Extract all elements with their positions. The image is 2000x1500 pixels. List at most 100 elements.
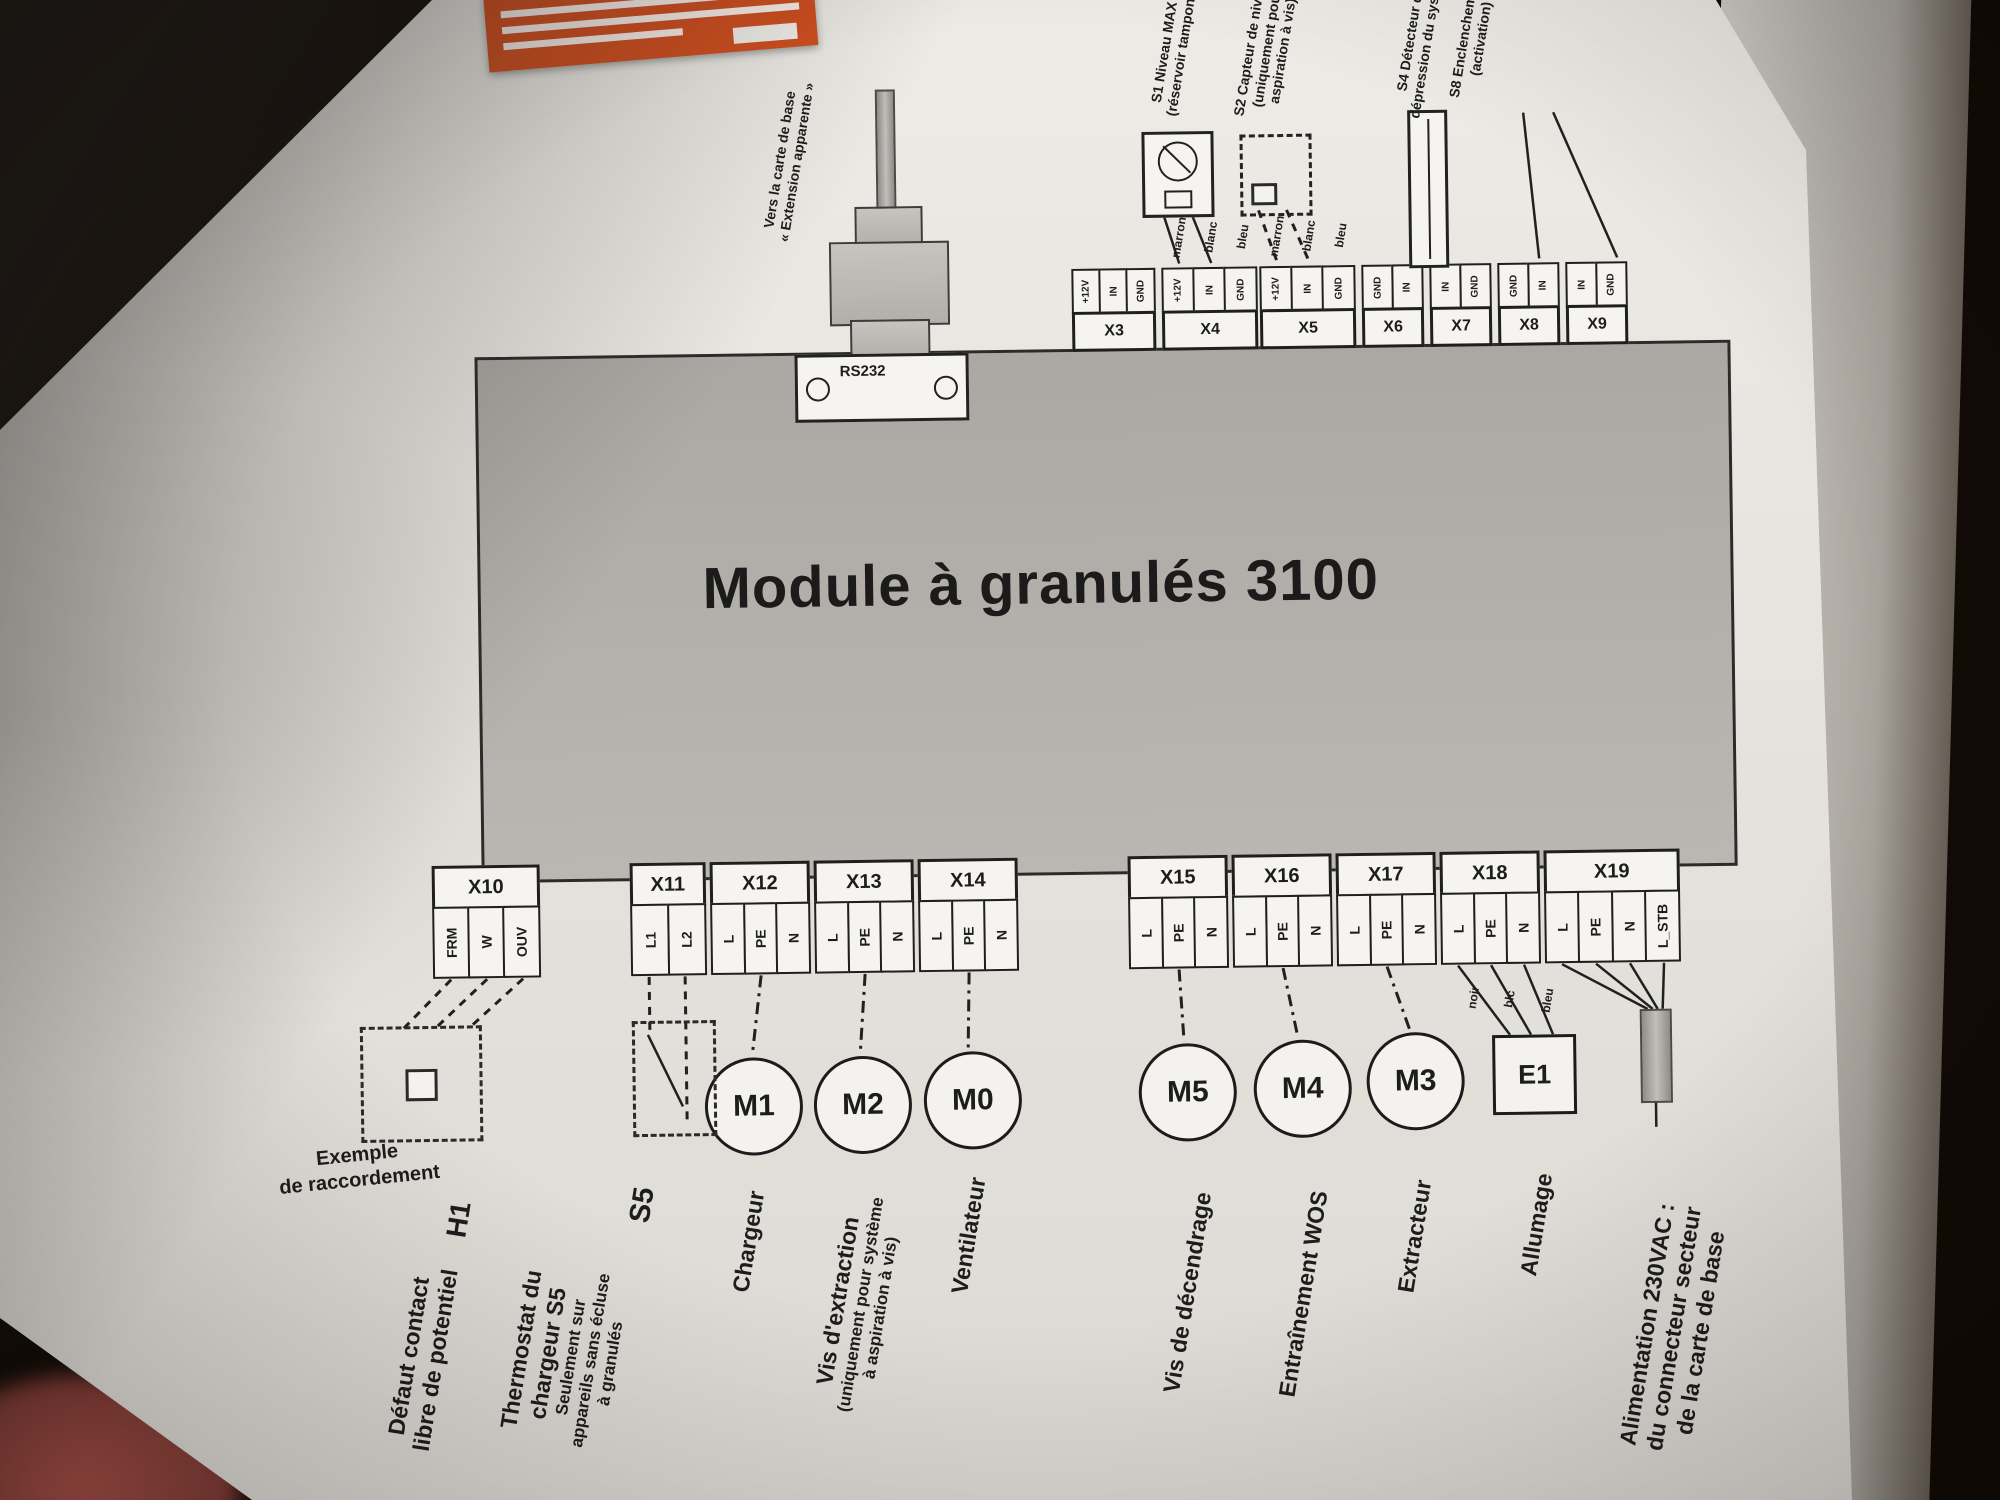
connector-x7-label: X7 [1429, 306, 1493, 347]
pin-label: W [478, 935, 495, 949]
motor-m3-label: M3 [1394, 1063, 1437, 1098]
sensor-s4-bar [1407, 109, 1450, 269]
pin-label: PE [960, 926, 977, 945]
rs232-plug-body [828, 240, 951, 327]
pin-cell: L [1544, 890, 1581, 964]
pin-label: PE [1274, 921, 1291, 941]
motor-m2-label: M2 [841, 1087, 885, 1122]
sensor-wires [1161, 111, 1619, 264]
connector-x4: +12V IN GND X4 [1161, 266, 1259, 351]
pin-label: N [1410, 923, 1428, 935]
pin-cell: L_STB [1644, 889, 1682, 963]
s5-thermostat-wires [646, 976, 689, 1127]
pin-label: FRM [443, 927, 460, 958]
pin-cell: L [710, 902, 747, 976]
pin-label: N [1202, 926, 1220, 938]
connector-x3: +12V IN GND X3 [1071, 267, 1157, 352]
pin-label: IN [1108, 286, 1120, 297]
motor-m1-label: M1 [732, 1089, 776, 1123]
connector-x5-label: X5 [1259, 307, 1357, 350]
connector-x13: X13 L PE N [813, 859, 916, 974]
x10-example-wires [402, 977, 525, 1030]
tag-s5: S5 [623, 1184, 661, 1226]
pin-cell: GND [1459, 263, 1492, 310]
pin-cell: N [1193, 895, 1230, 969]
pin-label: L1 [642, 931, 659, 949]
pin-label: IN [1537, 280, 1550, 291]
pin-label: N [993, 929, 1010, 941]
pin-cell: PE [950, 899, 987, 972]
pin-cell: GND [1223, 266, 1258, 313]
screw-icon [933, 375, 959, 400]
pin-cell: GND [1497, 262, 1531, 310]
pin-label: +12V [1080, 279, 1093, 304]
connector-x3-label: X3 [1071, 310, 1157, 352]
pin-cell: L [814, 901, 851, 974]
pin-cell: N [879, 900, 916, 973]
pin-label: GND [1469, 275, 1482, 298]
motor-wires [750, 966, 1412, 1056]
pin-cell: L [918, 899, 955, 973]
power-wires [1561, 962, 1666, 1127]
connector-x18: X18 L PE N [1439, 850, 1542, 965]
igniter-wires [1457, 964, 1555, 1036]
igniter-e1-label: E1 [1517, 1058, 1552, 1090]
motor-m4-label: M4 [1281, 1071, 1324, 1106]
pin-cell: +12V [1161, 267, 1196, 314]
pin-cell: FRM [432, 906, 471, 979]
pin-cell: +12V [1259, 265, 1294, 313]
pin-label: N [1621, 921, 1638, 932]
pin-cell: PE [1264, 894, 1301, 968]
pin-label: L [824, 932, 841, 942]
pin-label: L [928, 931, 945, 941]
connector-x10-label: X10 [431, 864, 541, 910]
pin-cell: L1 [630, 903, 671, 977]
connector-x12-label: X12 [709, 860, 811, 907]
pin-cell: L [1440, 892, 1477, 965]
pin-label: GND [1605, 273, 1618, 296]
pin-cell: IN [1192, 266, 1227, 314]
pin-cell: L [1336, 893, 1373, 967]
connector-x8-label: X8 [1497, 305, 1561, 347]
x18-wire-label: blc [1501, 989, 1518, 1009]
connector-x11-label: X11 [629, 862, 707, 908]
example-component-box [359, 1025, 484, 1143]
pin-label: L [1449, 924, 1467, 934]
pin-cell: L2 [666, 903, 708, 976]
connector-x12: X12 L PE N [709, 860, 812, 976]
pin-cell: N [1401, 892, 1438, 966]
pin-cell: GND [1125, 267, 1156, 315]
connector-x4-label: X4 [1161, 309, 1259, 351]
pin-label: N [785, 932, 802, 944]
pin-cell: IN [1429, 263, 1463, 310]
s5-switch-box [631, 1019, 718, 1138]
pin-label: PE [752, 928, 769, 948]
pin-label: GND [1372, 276, 1384, 299]
connector-x8: GND IN X8 [1497, 262, 1561, 347]
connector-x7: IN GND X7 [1429, 263, 1493, 347]
pin-cell: PE [742, 902, 779, 975]
pin-cell: PE [1472, 891, 1509, 965]
pin-cell: IN [1391, 264, 1424, 311]
pin-cell: OUV [502, 905, 542, 978]
pin-cell: GND [1594, 261, 1628, 308]
connector-x16: X16 L PE N [1231, 853, 1334, 968]
connector-x18-label: X18 [1439, 850, 1541, 896]
connector-x10: X10 FRM W OUV [431, 864, 542, 979]
pin-cell: PE [1577, 890, 1615, 963]
connector-x14-label: X14 [917, 857, 1019, 904]
pin-cell: N [1505, 891, 1542, 964]
pin-label: L [1241, 927, 1259, 936]
pin-cell: N [1610, 889, 1648, 963]
pin-label: L [720, 934, 737, 944]
pin-label: +12V [1172, 278, 1185, 303]
connector-x19-label: X19 [1543, 848, 1681, 895]
rs232-cable [874, 89, 897, 216]
pin-label: PE [1170, 923, 1187, 942]
pin-cell: IN [1290, 265, 1325, 312]
connector-x17: X17 L PE N [1335, 851, 1438, 967]
sensor-s1-box [1141, 130, 1215, 218]
